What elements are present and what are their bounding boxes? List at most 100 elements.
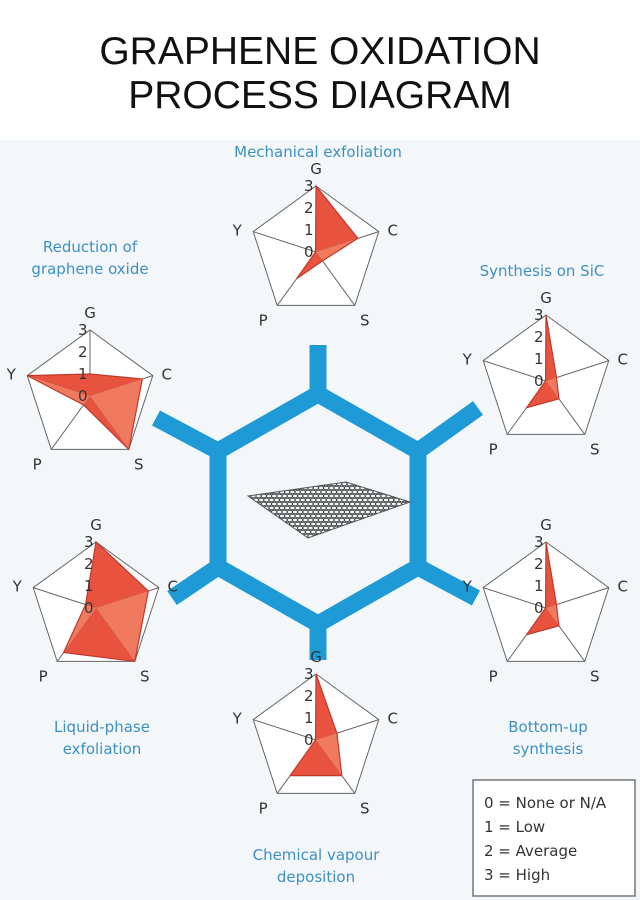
radar-axis-label-c: C xyxy=(388,222,398,240)
radar-ring-label: 3 xyxy=(304,665,314,683)
radar-ring-label: 0 xyxy=(78,387,88,405)
radar-value-wedge xyxy=(546,604,559,626)
radar-value-outline xyxy=(26,373,144,451)
radar-ring-label: 2 xyxy=(304,199,314,217)
radar-cvd: 0 1 2 3G C S P Y Chemical vapour deposition xyxy=(232,648,398,886)
radar-spoke xyxy=(483,587,547,609)
radar-axis-label-y: Y xyxy=(232,710,243,728)
radar-axis-label-p: P xyxy=(489,667,498,685)
radar-axis-label-s: S xyxy=(140,667,150,685)
method-label: Reduction of xyxy=(43,238,138,256)
radar-value-wedge xyxy=(526,381,559,408)
legend-item-0: 0 = None or N/A xyxy=(484,794,607,812)
radar-axis-label-p: P xyxy=(39,667,48,685)
radar-ring-label: 1 xyxy=(304,709,314,727)
radar-ring-label: 3 xyxy=(304,177,314,195)
radar-spoke xyxy=(253,231,317,253)
radar-value-wedge xyxy=(290,740,342,776)
radar-value-outline xyxy=(525,541,560,636)
method-label: exfoliation xyxy=(63,740,142,758)
method-label: Chemical vapour xyxy=(253,846,381,864)
radar-axis-label-g: G xyxy=(310,648,322,666)
method-label: Synthesis on SiC xyxy=(480,262,605,280)
radar-value-wedge xyxy=(316,733,342,776)
radar-axis-label-c: C xyxy=(168,578,178,596)
radar-value-wedge xyxy=(83,396,129,450)
radar-ring-label: 2 xyxy=(78,343,88,361)
method-label: Mechanical exfoliation xyxy=(234,143,402,161)
radar-axis-label-c: C xyxy=(388,710,398,728)
title-line-1: GRAPHENE OXIDATION xyxy=(99,30,541,73)
radar-axis-label-y: Y xyxy=(6,366,17,384)
radar-value-outline xyxy=(525,314,560,409)
radar-axis-label-c: C xyxy=(618,578,628,596)
radar-value-wedge xyxy=(526,608,559,635)
graphene-lattice-image xyxy=(246,481,412,539)
radar-axis-label-s: S xyxy=(360,311,370,329)
radar-axis-label-g: G xyxy=(90,516,102,534)
radar-value-wedge xyxy=(90,374,143,396)
radar-value-wedge xyxy=(90,379,143,450)
radar-axis-label-c: C xyxy=(162,366,172,384)
radar-axis-label-p: P xyxy=(489,440,498,458)
radar-axis-label-s: S xyxy=(590,667,600,685)
connector-1 xyxy=(413,401,483,458)
radar-ring-label: 3 xyxy=(84,533,94,551)
radar-axis-label-g: G xyxy=(310,160,322,178)
radar-ring-label: 1 xyxy=(84,577,94,595)
radar-value-wedge xyxy=(316,186,358,252)
title-line-2: PROCESS DIAGRAM xyxy=(128,74,512,117)
radar-ring-label: 2 xyxy=(534,328,544,346)
radar-axis-label-p: P xyxy=(259,311,268,329)
lattice-cells xyxy=(248,482,410,538)
radar-ring-label: 0 xyxy=(304,243,314,261)
method-label: graphene oxide xyxy=(31,260,148,278)
legend-item-3: 3 = High xyxy=(484,866,550,884)
connector-2 xyxy=(413,559,481,606)
method-label: Bottom-up xyxy=(508,718,587,736)
title-block: GRAPHENE OXIDATION PROCESS DIAGRAM xyxy=(0,0,640,140)
radar-axis-label-p: P xyxy=(259,799,268,817)
radar-spoke xyxy=(483,360,547,382)
method-label: synthesis xyxy=(513,740,584,758)
radar-value-wedge xyxy=(96,542,149,608)
legend-item-2: 2 = Average xyxy=(484,842,577,860)
radar-ring-label: 2 xyxy=(534,555,544,573)
lattice-edge xyxy=(246,481,412,539)
radar-ring-label: 1 xyxy=(534,350,544,368)
radar-value-wedge xyxy=(296,252,323,279)
radar-axis-label-g: G xyxy=(540,516,552,534)
radar-value-wedge xyxy=(63,604,96,653)
radar-axis-label-s: S xyxy=(360,799,370,817)
radar-ring-label: 3 xyxy=(534,306,544,324)
radar-ring-label: 0 xyxy=(304,731,314,749)
radar-spoke xyxy=(545,607,586,662)
radar-ring-label: 3 xyxy=(78,321,88,339)
connector-5 xyxy=(152,410,222,459)
radar-ring-label: 0 xyxy=(534,372,544,390)
radar-ring-label: 2 xyxy=(304,687,314,705)
radar-axis-label-g: G xyxy=(540,289,552,307)
legend-border xyxy=(472,779,636,897)
radar-axis-label-p: P xyxy=(33,455,42,473)
central-hexagon xyxy=(209,384,427,634)
radar-ring-label: 1 xyxy=(304,221,314,239)
radar-value-outline xyxy=(288,673,343,777)
radar-ring-label: 2 xyxy=(84,555,94,573)
radar-axis-label-c: C xyxy=(618,351,628,369)
radar-value-wedge xyxy=(96,591,149,662)
radar-axis-label-s: S xyxy=(134,455,144,473)
radar-ring-label: 0 xyxy=(534,599,544,617)
radar-value-outline xyxy=(62,540,149,663)
radar-ring-label: 0 xyxy=(84,599,94,617)
method-label: deposition xyxy=(277,868,355,886)
radar-axis-label-y: Y xyxy=(462,578,473,596)
radar-axis-label-y: Y xyxy=(12,578,23,596)
radar-value-wedge xyxy=(27,375,90,405)
